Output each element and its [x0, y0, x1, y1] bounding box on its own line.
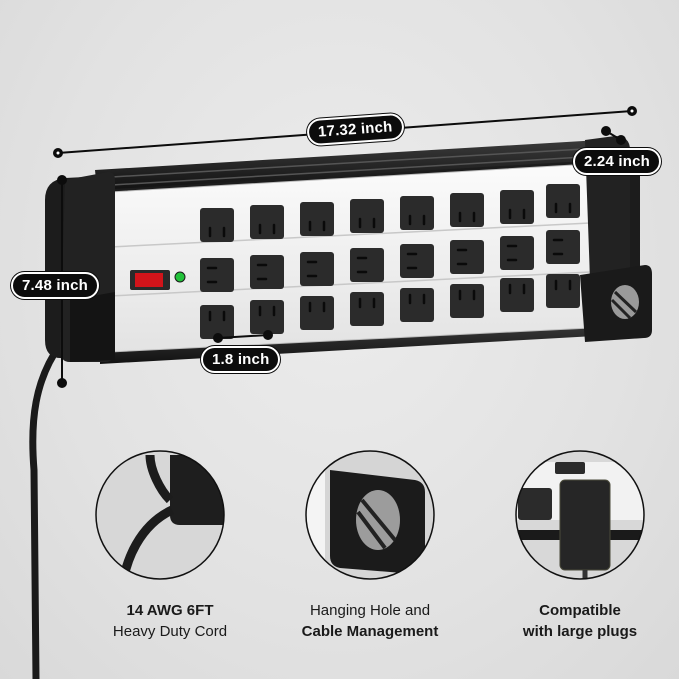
power-cord [29, 342, 63, 679]
detail-hanging-hole [306, 451, 434, 579]
feature-cord-line1: 14 AWG 6FT [126, 602, 214, 619]
height-dimension-label: 7.48 inch [11, 272, 99, 299]
detail-large-plug [516, 451, 644, 579]
feature-caption-hanging-hole: Hanging Hole and Cable Management [280, 600, 460, 642]
feature-caption-cord: 14 AWG 6FT Heavy Duty Cord [80, 600, 260, 642]
outlet-row-1 [200, 184, 580, 242]
feature-plugs-line2: with large plugs [522, 623, 638, 640]
feature-cord-line2: Heavy Duty Cord [112, 623, 228, 640]
outlet-spacing-label: 1.8 inch [201, 346, 281, 373]
feature-plugs-line1: Compatible [539, 602, 621, 619]
feature-caption-large-plugs: Compatible with large plugs [490, 600, 670, 642]
outlet-row-3 [200, 274, 580, 339]
feature-hole-line1: Hanging Hole and [309, 602, 431, 619]
power-switch [135, 273, 163, 287]
outlet-row-2 [200, 230, 580, 292]
indicator-led [174, 271, 186, 283]
depth-dimension-label: 2.24 inch [573, 148, 661, 175]
feature-hole-line2: Cable Management [301, 623, 439, 640]
detail-cord [96, 451, 224, 579]
